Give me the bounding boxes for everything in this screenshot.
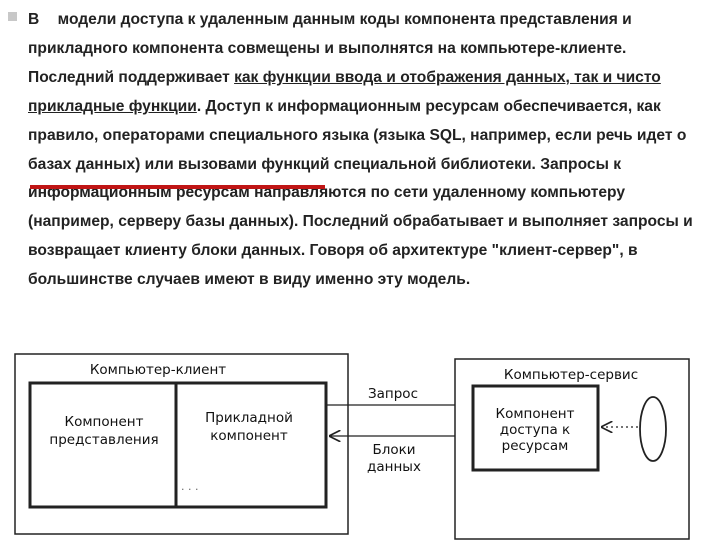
client-title: Компьютер-клиент (90, 362, 226, 378)
request-label: Запрос (368, 386, 418, 402)
paragraph-underlined: как функции ввода и отображения данных, … (28, 68, 661, 115)
client-components-box (28, 381, 328, 509)
strikethrough-mark (30, 185, 325, 189)
presentation-label-line-1: Компонент (65, 414, 144, 430)
access-label-line-1: Компонент (496, 406, 575, 422)
application-label-line-2: компонент (210, 428, 288, 444)
client-server-diagram: Компьютер-клиент Компонент представления… (14, 353, 690, 540)
dots-mark: . . . (181, 480, 198, 493)
paragraph-part-1: модели доступа к удаленным данным коды к… (28, 11, 632, 86)
access-label-line-3: ресурсам (502, 438, 569, 454)
data-blocks-label-line-1: Блоки (372, 442, 415, 458)
data-blocks-label-line-2: данных (367, 459, 421, 475)
access-component-box (471, 384, 600, 472)
bullet-icon (8, 12, 17, 21)
application-label-line-1: Прикладной (205, 410, 293, 426)
paragraph-lead: В (28, 11, 40, 28)
access-label-line-2: доступа к (500, 422, 570, 438)
description-paragraph: В модели доступа к удаленным данным коды… (28, 6, 700, 295)
paragraph-part-2: . Доступ к информационным ресурсам обесп… (28, 97, 693, 289)
presentation-label-line-2: представления (49, 432, 158, 448)
resource-icon (639, 396, 667, 462)
server-title: Компьютер-сервис (504, 367, 638, 383)
